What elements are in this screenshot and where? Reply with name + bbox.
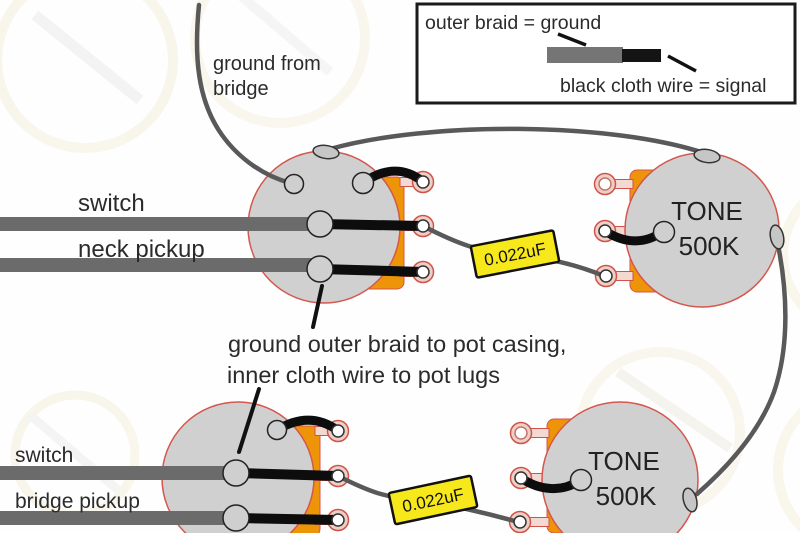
neck-pickup-label: neck pickup [78, 236, 205, 263]
instruction-text-line1: ground outer braid to pot casing, [228, 331, 566, 357]
bridge-tone-pot-label-line2: 500K [596, 481, 657, 511]
lug-rivet [416, 265, 430, 279]
legend-signal-pointer-line [667, 54, 697, 73]
bridge-tone-casing-solder-point [569, 468, 593, 492]
neck-tone-pot [593, 152, 780, 308]
lug-rivet [598, 177, 612, 191]
bridge-pickup-label: bridge pickup [15, 490, 140, 513]
neck-tone-pot-casing [624, 152, 780, 308]
lug-rivet [514, 471, 528, 485]
neck-pickup-braid-wire [0, 258, 322, 272]
switch-braid-wire-neck [0, 217, 322, 231]
switch-label-neck: switch [78, 190, 145, 217]
lug-rivet [331, 513, 345, 527]
legend-braid-segment [547, 47, 623, 63]
ground-from-bridge-wire [194, 2, 293, 186]
lug-rivet [598, 224, 612, 238]
lug-rivet [416, 175, 430, 189]
lug-rivet [416, 219, 430, 233]
neck-volume-top-solder-blob [312, 144, 340, 160]
lug-rivet [331, 424, 345, 438]
switch-signal-wire-neck [315, 219, 428, 231]
neck-tone-pot-label-line1: TONE [671, 196, 743, 226]
legend-signal-label: black cloth wire = signal [560, 75, 766, 97]
ground-from-bridge-label-line2: bridge [213, 78, 269, 100]
capacitor-body [387, 474, 479, 526]
tone-to-tone-ground-wire [694, 242, 788, 497]
bridge-pickup-braid-solder [222, 504, 250, 532]
lug-rivet [514, 426, 528, 440]
bridge-ground-solder-point [283, 173, 305, 195]
legend-signal-segment [622, 49, 661, 62]
neck-tone-top-solder-blob [693, 148, 721, 164]
legend-ground-label: outer braid = ground [425, 12, 601, 34]
neck-tone-pot-label-line2: 500K [679, 231, 740, 261]
bridge-pickup-braid-wire [0, 511, 240, 525]
instruction-pointer-line-top [311, 284, 324, 329]
bridge-volume-casing-solder-point [266, 419, 288, 441]
switch-label-bridge: switch [15, 444, 73, 467]
legend-ground-pointer-line [557, 32, 587, 47]
neck-pickup-braid-solder [306, 255, 334, 283]
capacitor-body [469, 229, 561, 279]
neck-tone-side-solder-blob [769, 224, 785, 250]
ground-from-bridge-label-line1: ground from [213, 53, 321, 75]
lug-rivet [513, 515, 527, 529]
bridge-tone-pot-casing [541, 401, 699, 533]
instruction-pointer-line-bottom [237, 387, 261, 454]
neck-volume-casing-solder-point [351, 171, 375, 195]
switch-braid-solder-neck [306, 210, 334, 238]
switch-braid-solder-bridge [222, 459, 250, 487]
switch-braid-wire-bridge [0, 466, 240, 480]
neck-tone-capacitor: 0.022uF [469, 229, 561, 279]
bridge-tone-pot-label-line1: TONE [588, 446, 660, 476]
bridge-tone-side-solder-blob [682, 487, 698, 513]
legend-box: outer braid = ground black cloth wire = … [415, 2, 797, 105]
switch-signal-wire-bridge [233, 468, 343, 481]
neck-tone-casing-solder-point [652, 220, 676, 244]
lug-rivet [599, 269, 613, 283]
bridge-tone-capacitor: 0.022uF [387, 474, 479, 526]
neck-pickup-signal-wire [315, 264, 428, 277]
lug-rivet [331, 469, 345, 483]
instruction-text-line2: inner cloth wire to pot lugs [227, 362, 500, 388]
bridge-pickup-signal-wire [233, 513, 343, 525]
volume-to-tone-ground-wire [327, 126, 707, 156]
